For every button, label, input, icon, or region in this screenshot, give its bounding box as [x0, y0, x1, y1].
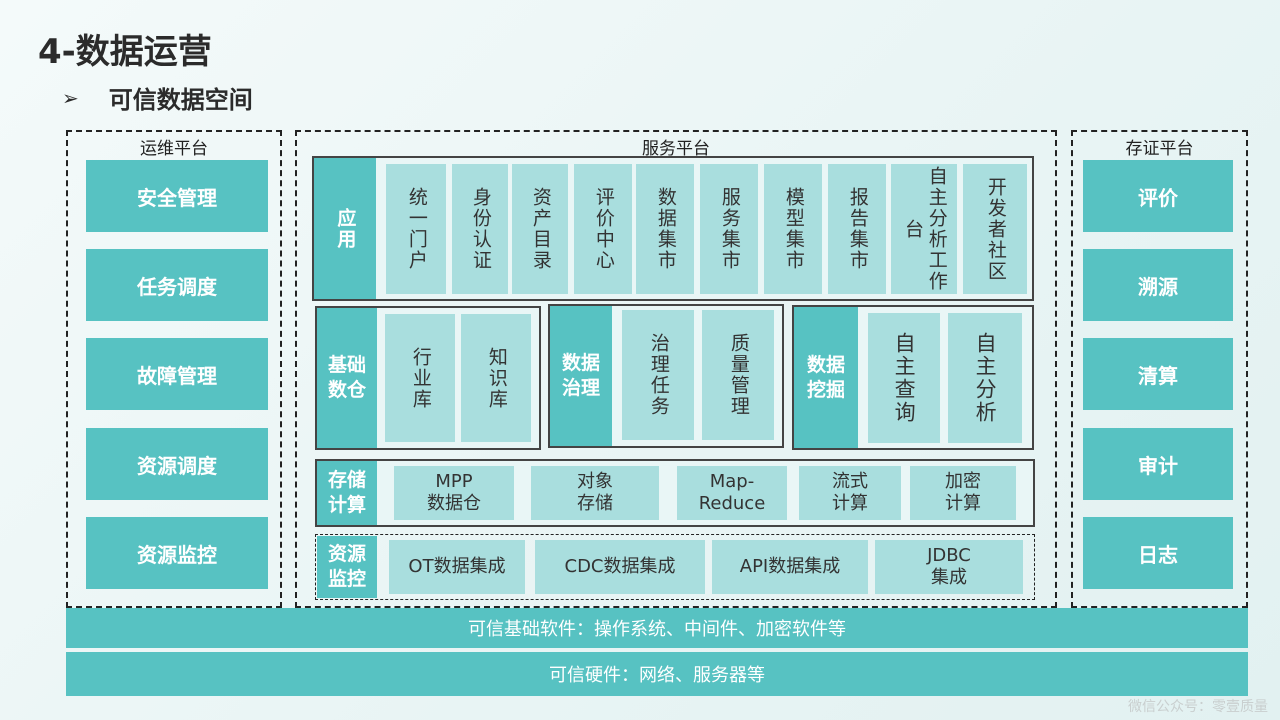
monitor-item-jdbc: JDBC 集成	[875, 540, 1023, 594]
warehouse-item-industry: 行业库	[385, 314, 455, 442]
app-item-workbench: 自主分析工作台	[891, 164, 957, 294]
storage-item-mpp: MPP 数据仓	[394, 466, 514, 520]
app-item-developer: 开发者社区	[963, 164, 1027, 294]
warehouse-item-knowledge: 知识库	[461, 314, 531, 442]
app-item-service-market: 服务集市	[700, 164, 758, 294]
warehouse-head-label: 基础数仓	[327, 354, 366, 401]
evidence-platform-label: 存证平台	[1125, 139, 1194, 159]
subtitle-text: 可信数据空间	[108, 86, 253, 114]
governance-item-task: 治理任务	[622, 310, 694, 440]
app-head: 应用	[314, 158, 376, 299]
mining-head: 数据挖掘	[794, 307, 858, 448]
evidence-platform-panel	[1071, 130, 1248, 608]
storage-item-stream: 流式 计算	[799, 466, 901, 520]
governance-head: 数据治理	[550, 306, 612, 446]
app-item-report-market: 报告集市	[828, 164, 886, 294]
mining-item-analysis: 自主分析	[948, 313, 1022, 443]
monitor-item-ot: OT数据集成	[389, 540, 525, 594]
storage-head-label: 存储计算	[327, 469, 366, 516]
ops-platform-panel	[66, 130, 282, 608]
service-platform-panel	[295, 130, 1057, 608]
app-item-catalog: 资产目录	[512, 164, 568, 294]
storage-item-mapreduce: Map- Reduce	[677, 466, 787, 520]
mining-item-query: 自主查询	[868, 313, 940, 443]
watermark: 微信公众号：零壹质量	[1128, 699, 1268, 715]
warehouse-head: 基础数仓	[317, 308, 377, 448]
app-item-model-market: 模型集市	[764, 164, 822, 294]
evidence-item-trace: 溯源	[1083, 249, 1233, 321]
ops-item-resource-monitor: 资源监控	[86, 517, 268, 589]
monitor-head-label: 资源监控	[327, 543, 366, 590]
storage-item-object: 对象 存储	[531, 466, 659, 520]
evidence-item-evaluation: 评价	[1083, 160, 1233, 232]
mining-head-label: 数据挖掘	[806, 353, 845, 401]
storage-head: 存储计算	[317, 461, 377, 525]
app-item-auth: 身份认证	[452, 164, 508, 294]
ops-item-scheduling: 任务调度	[86, 249, 268, 321]
evidence-item-audit: 审计	[1083, 428, 1233, 500]
ops-item-fault: 故障管理	[86, 338, 268, 410]
subtitle: ➢ 可信数据空间	[62, 80, 253, 115]
monitor-row	[315, 534, 1035, 600]
monitor-item-cdc: CDC数据集成	[535, 540, 705, 594]
service-platform-label: 服务平台	[642, 139, 710, 159]
governance-item-quality: 质量管理	[702, 310, 774, 440]
trusted-hardware-bar: 可信硬件：网络、服务器等	[66, 652, 1248, 696]
app-item-data-market: 数据集市	[636, 164, 694, 294]
trusted-software-bar: 可信基础软件：操作系统、中间件、加密软件等	[66, 608, 1248, 648]
app-item-portal: 统一门户	[386, 164, 446, 294]
page-title: 4-数据运营	[38, 32, 212, 72]
ops-item-resource-dispatch: 资源调度	[86, 428, 268, 500]
arrow-bullet-icon: ➢	[62, 85, 79, 110]
evidence-item-clearing: 清算	[1083, 338, 1233, 410]
ops-item-security: 安全管理	[86, 160, 268, 232]
governance-head-label: 数据治理	[561, 352, 600, 399]
storage-item-encrypted: 加密 计算	[910, 466, 1016, 520]
monitor-item-api: API数据集成	[712, 540, 868, 594]
monitor-head: 资源监控	[317, 536, 377, 598]
ops-platform-label: 运维平台	[140, 139, 208, 159]
evidence-item-log: 日志	[1083, 517, 1233, 589]
app-item-evaluation: 评价中心	[574, 164, 632, 294]
